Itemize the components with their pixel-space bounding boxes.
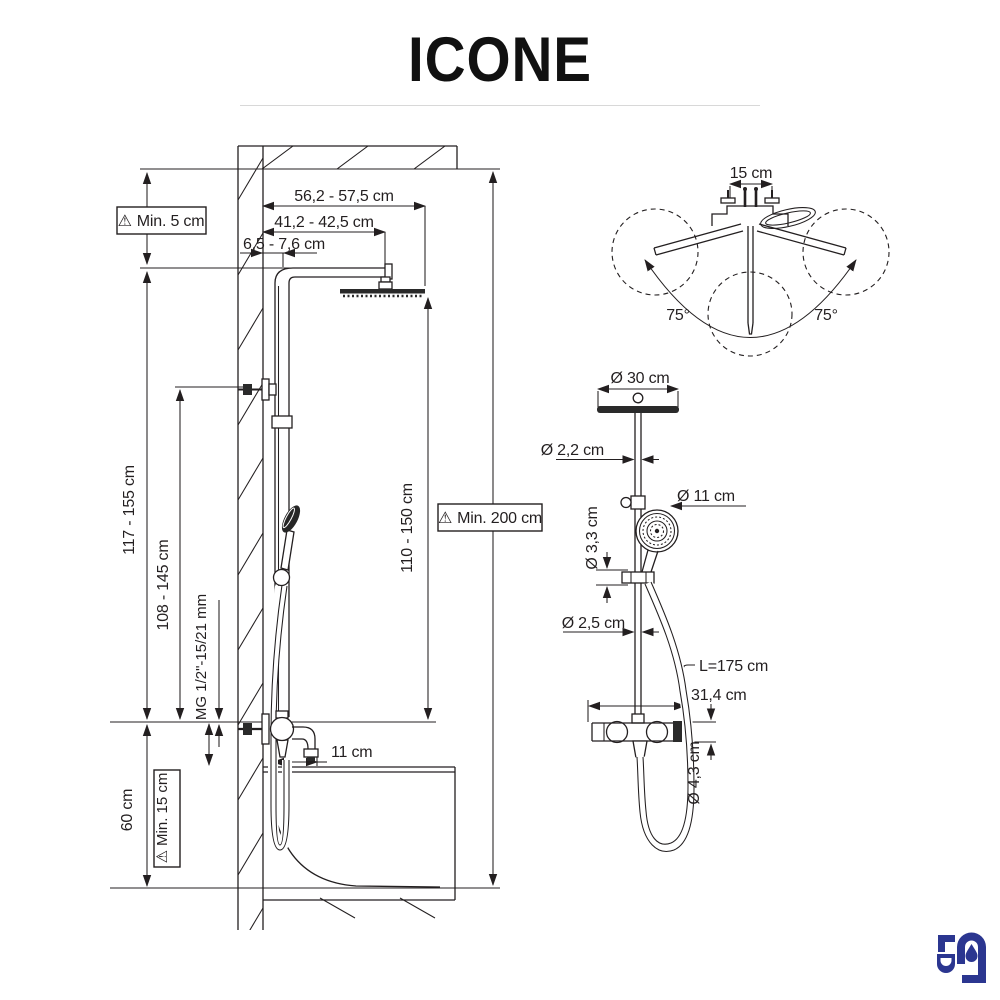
swivel-right-label: 75° [814,307,838,324]
hand-shower-side [272,505,301,587]
wall-bracket [261,378,270,401]
swivel-position-left [611,208,699,296]
page-title: ICONE [407,25,593,95]
swivel-arms [653,223,847,335]
swivel-left-label: 75° [666,307,690,324]
column-height-label: 117 - 155 cm [121,465,138,555]
spout-reach-label: 11 cm [331,744,372,761]
upper-pipe-diameter-label: Ø 2,2 cm [541,442,604,459]
swivel-position-front [707,271,793,357]
bracket-height-label: 108 - 145 cm [155,540,172,631]
tub-height-label: 60 cm [119,789,136,832]
swivel-position-right [802,208,890,296]
title-divider [240,105,760,106]
side-installation-view [237,145,458,930]
head-to-mixer-label: 110 - 150 cm [399,483,416,573]
mixer-diameter-label: Ø 4,3 cm [686,741,703,804]
lower-bracket [621,571,655,584]
warning-icon: ⚠ [154,850,171,863]
min-above-tub-label: ⚠Min. 15 cm [154,773,171,864]
inlet-spacing-label: 15 cm [730,165,773,182]
hose-length-label: L=175 cm [699,658,768,675]
overall-width-label: 56,2 - 57,5 cm [294,188,393,205]
labels: ⚠Min. 5 cm ⚠Min. 200 cm ⚠Min. 15 cm 56,2… [116,165,838,868]
lower-pipe-diameter-label: Ø 2,5 cm [562,615,625,632]
mixer-side [238,710,319,761]
arm-projection-label: 41,2 - 42,5 cm [274,214,373,231]
shower-hose-side [267,584,292,854]
bracket-diameter-label: Ø 3,3 cm [584,506,601,569]
slider-knob [272,568,291,587]
shower-column-side [238,263,425,717]
swivel-arc [644,259,857,339]
pipe-joint-collar [271,415,293,429]
brand-logo-icon [937,932,986,983]
head-diameter-label: Ø 30 cm [610,370,669,387]
wall-to-pipe-label: 6,5 - 7,6 cm [243,236,325,253]
hand-shower-diameter-label: Ø 11 cm [677,488,735,505]
shower-column-front [597,392,679,714]
mixer-width-label: 31,4 cm [691,687,747,704]
ceiling-mount [711,187,789,226]
supply-thread-label: MG 1/2"-15/21 mm [193,594,210,720]
hand-shower-front [621,509,679,584]
mixer-front [591,713,682,759]
min-room-height-label: ⚠Min. 200 cm [438,510,542,527]
rain-head-front [597,406,679,413]
tub-spout [292,726,319,761]
shower-hose-front [635,580,697,854]
warning-icon: ⚠ [438,510,452,527]
ceiling-section [238,145,458,169]
top-view [611,179,890,357]
warning-icon: ⚠ [118,213,132,230]
rain-head-side [340,289,425,294]
min-ceiling-clearance-label: ⚠Min. 5 cm [118,213,205,230]
wall-section [237,146,264,930]
front-view [556,384,746,854]
upper-bracket [630,495,646,510]
